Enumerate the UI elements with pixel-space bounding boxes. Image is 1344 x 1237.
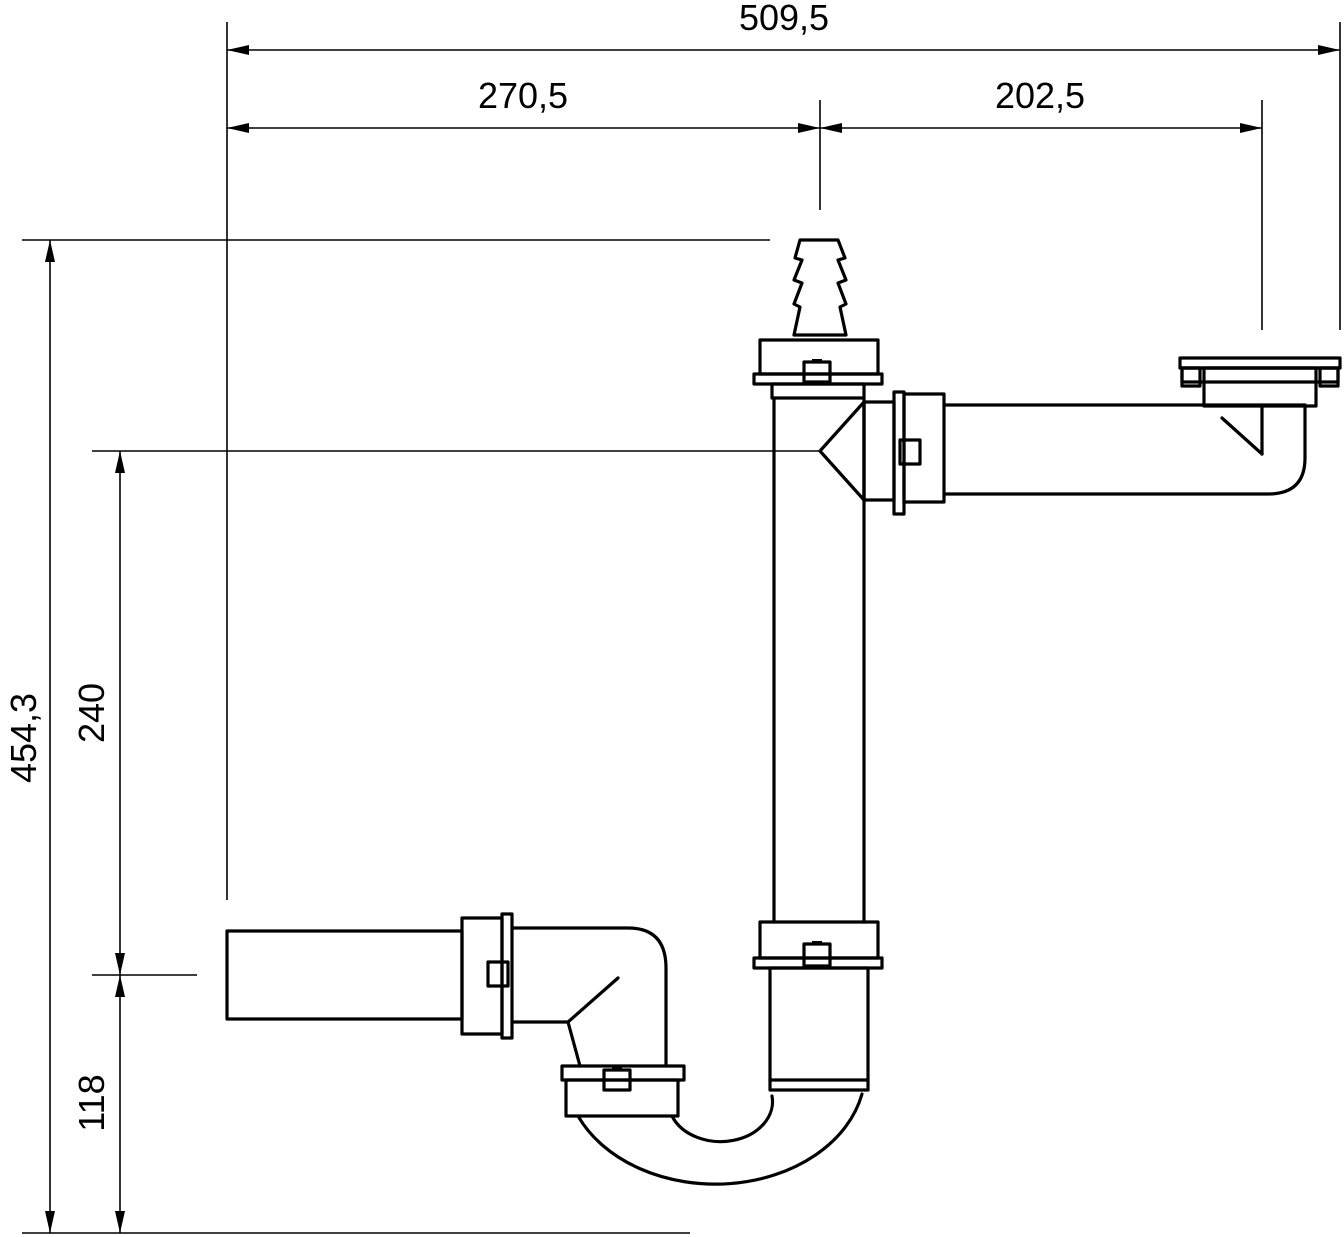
dimension-label-center-to-right: 202,5 bbox=[995, 75, 1085, 116]
dimension-label-outlet-height: 118 bbox=[71, 1074, 112, 1131]
right-inlet-arm bbox=[942, 403, 1307, 496]
branch-cone-connector bbox=[818, 390, 946, 516]
dimension-label-overall-width: 509,5 bbox=[739, 0, 829, 38]
dimension-label-overall-height: 454,3 bbox=[3, 693, 44, 783]
dimension-label-inlet-height: 240 bbox=[71, 683, 112, 743]
left-elbow bbox=[510, 926, 668, 1068]
vertical-standpipe bbox=[772, 396, 866, 924]
hose-barb-connector bbox=[792, 238, 848, 337]
dimension-lines bbox=[22, 22, 1341, 1234]
u-trap-bend bbox=[576, 1092, 864, 1186]
lower-sleeve bbox=[768, 966, 870, 1092]
top-union-nut bbox=[752, 338, 884, 400]
dimension-label-left-to-center: 270,5 bbox=[478, 75, 568, 116]
sink-outlet-flange bbox=[1178, 356, 1342, 408]
left-outlet-pipe bbox=[225, 929, 464, 1021]
middle-union-nut bbox=[752, 920, 884, 970]
left-union-nut bbox=[460, 912, 514, 1040]
lower-left-union-nut bbox=[560, 1064, 686, 1118]
